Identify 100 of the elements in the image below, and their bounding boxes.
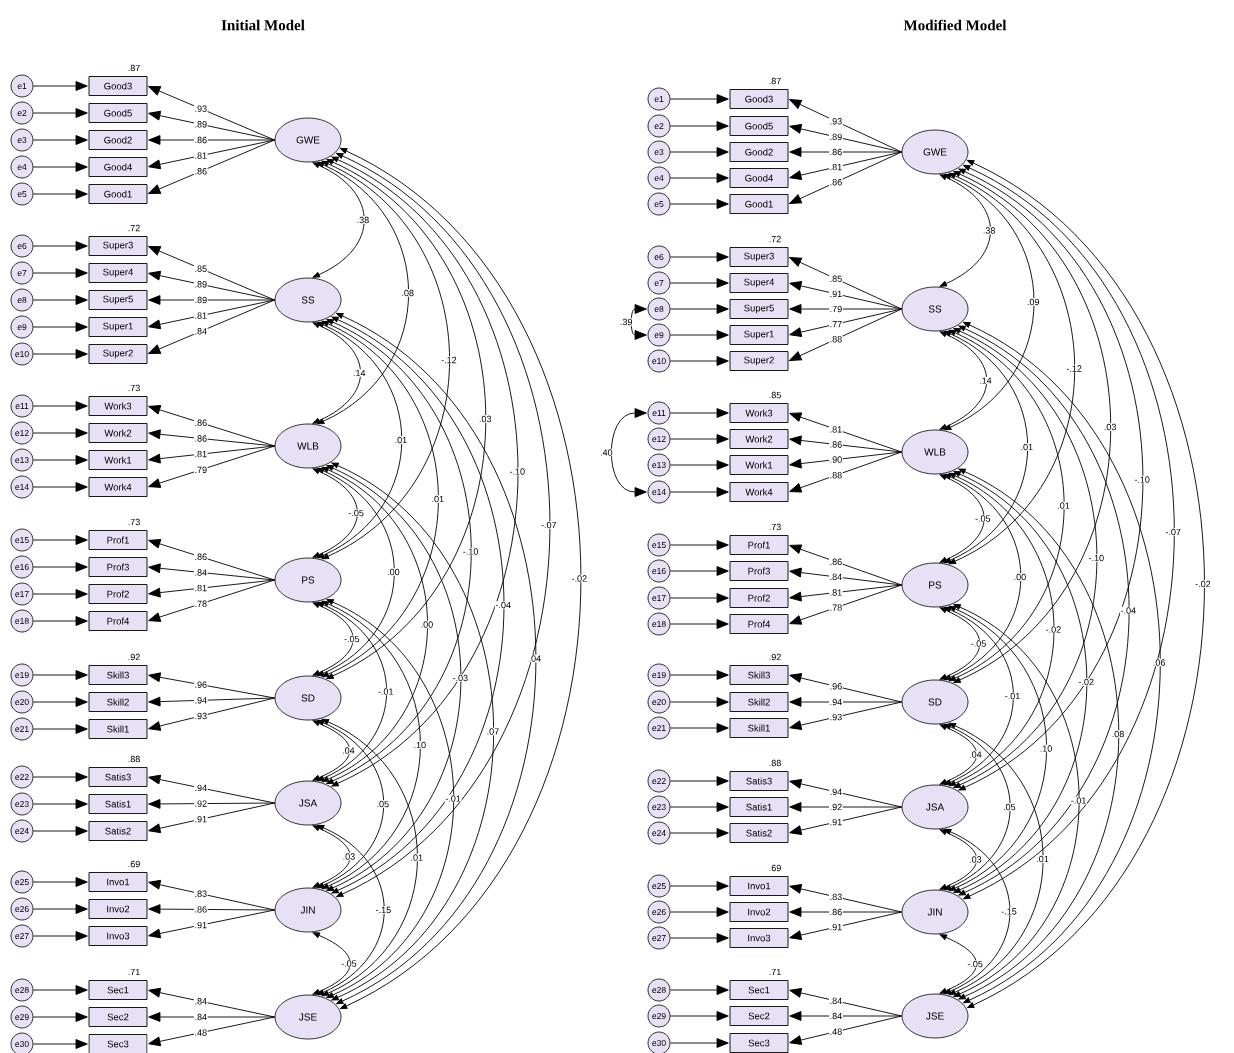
arrow <box>669 907 729 917</box>
edge-label: .81 <box>193 450 208 458</box>
arrow <box>148 135 276 145</box>
indicator-box: Satis2 <box>729 823 789 843</box>
arrow <box>148 246 276 301</box>
indicator-box: Good2 <box>729 142 789 162</box>
indicator-box: Sec1 <box>88 980 148 1000</box>
arrow <box>148 563 276 581</box>
arrow <box>32 428 88 438</box>
edge-label: -.15 <box>375 906 392 914</box>
arrow <box>32 455 88 465</box>
arrow <box>32 241 88 251</box>
double-arrow <box>317 824 385 996</box>
arrow <box>669 330 729 340</box>
value-label: .71 <box>769 968 781 976</box>
arrow <box>148 799 276 809</box>
arrow <box>32 772 88 782</box>
value-label: .73 <box>769 523 781 531</box>
double-arrow <box>958 325 1130 896</box>
double-arrow <box>321 466 428 783</box>
value-label: .71 <box>128 968 140 976</box>
arrow <box>669 566 729 576</box>
edge-label: -.10 <box>462 547 479 556</box>
arrow <box>789 451 903 493</box>
indicator-box: Skill2 <box>88 692 148 712</box>
edge-label: -.04 <box>494 601 512 609</box>
indicator-box: Skill2 <box>729 692 789 712</box>
arrow <box>789 701 903 730</box>
value-label: .88 <box>128 755 140 763</box>
indicator-box: Prof1 <box>729 535 789 555</box>
arrow <box>148 299 276 354</box>
edge-label: .84 <box>193 1013 208 1021</box>
double-arrow <box>948 722 1044 996</box>
edge-label: .40 <box>599 448 614 457</box>
edge-label: .81 <box>193 151 208 160</box>
arrow <box>669 985 729 995</box>
indicator-box: Work2 <box>88 423 148 443</box>
indicator-box: Super3 <box>729 247 789 267</box>
double-arrow <box>321 600 421 890</box>
arrow <box>148 579 276 622</box>
indicator-box: Sec1 <box>729 980 789 1000</box>
arrow <box>669 1038 729 1048</box>
edge-label: .03 <box>968 855 983 864</box>
arrow <box>32 616 88 626</box>
edge-label: .00 <box>1013 573 1027 581</box>
arrow <box>32 670 88 680</box>
indicator-box: Sec3 <box>729 1033 789 1053</box>
double-arrow <box>948 172 1076 565</box>
edge-label: .86 <box>829 148 843 156</box>
arrow <box>32 1039 88 1049</box>
edge-label: .03 <box>1103 423 1117 431</box>
panel-title: Modified Model <box>903 19 1007 31</box>
edge-label: .78 <box>829 603 843 612</box>
indicator-box: Satis3 <box>88 767 148 787</box>
edge-label: .81 <box>829 588 843 597</box>
edge-label: .01 <box>1056 501 1071 510</box>
indicator-box: Work3 <box>88 396 148 416</box>
value-label: .72 <box>128 224 140 232</box>
value-label: .69 <box>769 864 781 872</box>
edge-label: .91 <box>193 815 208 823</box>
arrow <box>32 535 88 545</box>
indicator-box: Satis2 <box>88 821 148 841</box>
arrow <box>148 1012 276 1022</box>
edge-label: .09 <box>1026 298 1041 306</box>
edge-label: .89 <box>193 296 208 304</box>
edge-label: -.02 <box>1077 678 1095 686</box>
edge-label: -.10 <box>508 467 526 476</box>
double-arrow <box>944 828 1011 995</box>
edge-label: .84 <box>193 327 208 336</box>
arrow <box>669 121 729 131</box>
double-arrow <box>939 934 977 994</box>
arrow <box>32 877 88 887</box>
double-arrow <box>312 162 365 278</box>
edge-label: -.01 <box>1070 796 1087 805</box>
arrow <box>669 697 729 707</box>
double-arrow <box>312 825 351 888</box>
edge-label: .83 <box>829 893 843 901</box>
double-arrow <box>321 160 451 560</box>
edge-label: .07 <box>486 727 500 736</box>
double-arrow <box>939 607 981 680</box>
edge-label: .79 <box>193 466 208 474</box>
edge-label: .48 <box>829 1027 843 1036</box>
indicator-box: Invo3 <box>729 928 789 948</box>
indicator-box: Invo2 <box>88 899 148 919</box>
edge-label: .92 <box>829 803 843 811</box>
edge-label: .93 <box>193 712 208 720</box>
arrow <box>148 579 276 598</box>
edge-label: -.05 <box>343 635 361 643</box>
edge-label: .04 <box>341 746 356 755</box>
double-arrow <box>331 462 495 1001</box>
double-arrow <box>939 724 978 785</box>
edge-label: .10 <box>1039 744 1053 753</box>
double-arrow <box>939 474 985 563</box>
arrow <box>789 147 903 157</box>
arrow <box>669 173 729 183</box>
edge-label: -.05 <box>974 514 992 523</box>
arrow <box>32 482 88 492</box>
arrow <box>32 562 88 572</box>
arrow <box>669 356 729 366</box>
arrow <box>32 189 88 199</box>
